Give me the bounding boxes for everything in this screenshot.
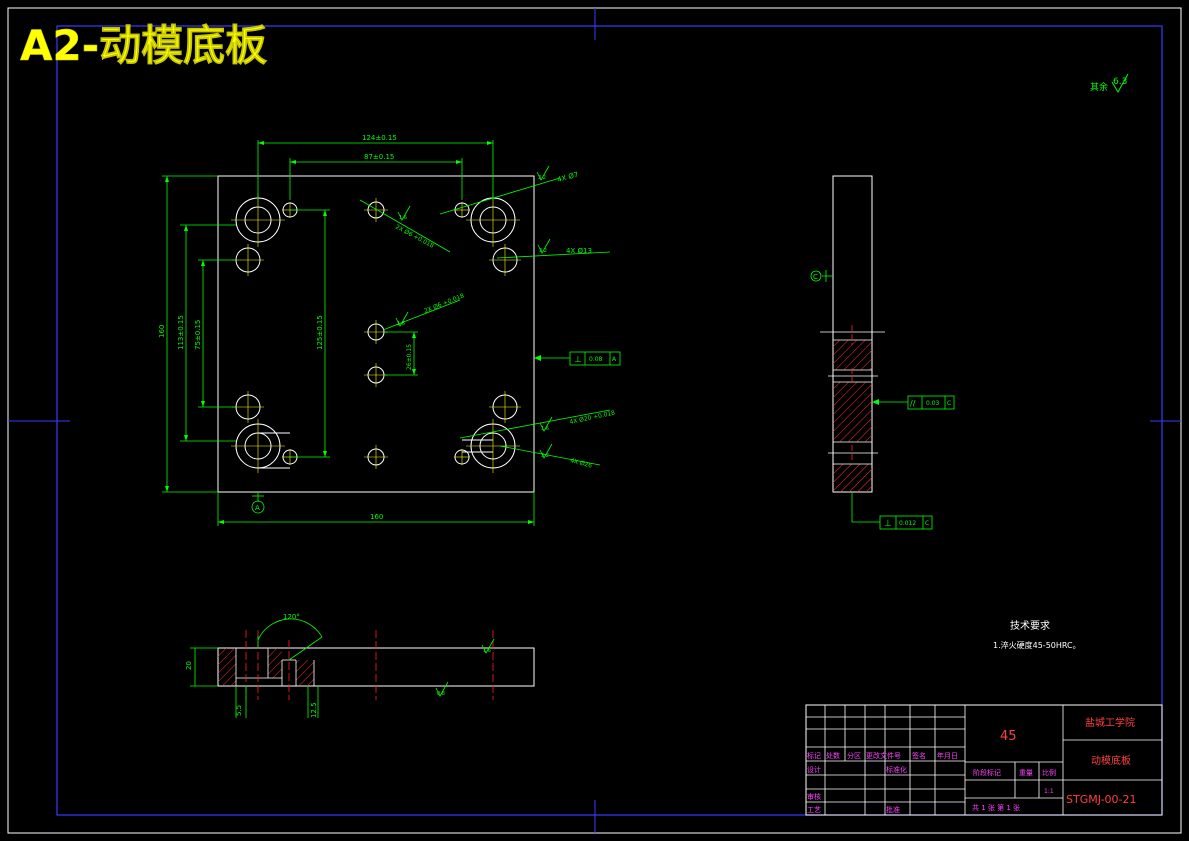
tol-perp-frame	[569, 351, 621, 366]
centering-marks	[8, 8, 1181, 833]
tol-par-sym: //	[910, 399, 916, 408]
front-hatch-1	[218, 648, 236, 686]
note-4x13: 4X Ø13	[566, 247, 592, 255]
rough-3: 3.2	[539, 248, 547, 254]
front-angle: 120°	[283, 613, 300, 621]
dim-top-outer: 124±0.15	[362, 134, 397, 142]
note-2x-mid: 2X Ø6 +0.018	[423, 292, 465, 314]
front-hatch-2	[268, 648, 282, 678]
tb-hdr-doc: 更改文件号	[866, 751, 901, 760]
dim-top-inner: 87±0.15	[364, 153, 394, 161]
tb-row-std: 标准化	[886, 765, 907, 774]
section-hatch-3	[833, 464, 872, 492]
hole-centerlines	[231, 193, 521, 473]
dim-left-outer: 160	[158, 325, 166, 338]
section-hatch-2	[833, 382, 872, 442]
rough-2: 1.6	[399, 215, 407, 221]
tb-hdr-sign: 签名	[912, 751, 926, 760]
tol-par-val: 0.03	[926, 400, 940, 407]
tb-drawing-no: STGMJ-00-21	[1066, 793, 1137, 806]
rough-6: 3.2	[541, 453, 549, 459]
front-dim-55: 5.5	[235, 705, 243, 716]
tol-perp2-ref: C	[925, 520, 929, 527]
dim-left-mid: 113±0.15	[177, 315, 185, 350]
tb-stage-mark: 阶段标记	[973, 768, 1001, 777]
datum-c-label: C	[813, 273, 818, 281]
svg-text:其余: 其余	[1090, 81, 1108, 93]
tol-perp-sym: ⊥	[574, 355, 582, 365]
tb-part-name: 动模底板	[1091, 754, 1131, 767]
tb-material: 45	[1000, 729, 1017, 744]
tb-hdr-zone: 分区	[847, 751, 861, 760]
front-height: 20	[185, 661, 193, 670]
tb-school: 盐城工学院	[1085, 716, 1135, 729]
tol-par-ref: C	[947, 400, 951, 407]
svg-text:6.3: 6.3	[1113, 77, 1127, 87]
front-hatch-3	[296, 660, 314, 686]
datum-a-label: A	[255, 504, 260, 512]
note-4x-br2: 4X Ø26	[569, 457, 592, 470]
tol-perp-ref: A	[612, 356, 617, 363]
front-rough-a: 1.6	[483, 648, 491, 654]
top-view-dimensions	[162, 140, 611, 526]
tech-req-title: 技术要求	[1010, 619, 1050, 632]
watermark-title: A2-动模底板	[20, 21, 267, 70]
tb-hdr-mark: 标记	[807, 751, 821, 760]
dim-center-v: 125±0.15	[316, 315, 324, 350]
tb-hdr-count: 处数	[826, 751, 840, 760]
dim-bottom: 160	[370, 513, 383, 521]
note-4x-br1: 4X Ø20 +0.018	[569, 409, 616, 426]
tb-row-review: 审核	[807, 792, 821, 801]
tb-scale: 1:1	[1044, 788, 1054, 795]
side-view: C // 0.03 C ⊥ 0.012 C	[810, 175, 955, 530]
tb-row-design: 设计	[807, 765, 821, 774]
roughness-note: 其余 6.3	[1090, 73, 1129, 93]
rough-4: 1.6	[397, 321, 405, 327]
front-dim-125: 12.5	[310, 702, 318, 718]
rough-5: 1.6	[541, 426, 549, 432]
tb-weight: 重量	[1019, 769, 1033, 777]
front-rough-b: 0.8	[437, 691, 445, 697]
inner-frame	[56, 25, 1163, 816]
tb-hdr-date: 年月日	[937, 751, 958, 760]
rough-1: 3.2	[538, 175, 546, 181]
tol-perp2-sym: ⊥	[884, 519, 892, 529]
note-4x87: 4X Ø7	[556, 171, 579, 184]
roughness-symbols	[395, 165, 553, 459]
tb-ratio: 比例	[1042, 768, 1056, 777]
dim-center-small: 26±0.15	[406, 344, 413, 370]
tol-perp-val: 0.08	[589, 356, 603, 363]
title-block: 45 盐城工学院 动模底板 STGMJ-00-21 1:1 标记 处数 分区 更…	[805, 704, 1163, 816]
top-view-outline	[217, 175, 535, 493]
tol-perp2-val: 0.012	[899, 520, 916, 527]
tb-row-approve: 批准	[886, 805, 900, 814]
tb-row-process: 工艺	[807, 806, 821, 814]
tech-req-item1: 1.淬火硬度45-50HRC。	[993, 640, 1081, 650]
front-view: 120° 20 5.5 12.5 1.6 0.8	[185, 613, 535, 718]
tb-sheets: 共 1 张 第 1 张	[972, 803, 1020, 812]
top-view: 124±0.15 87±0.15 160 160 113±0.15 75±0.1…	[158, 134, 621, 526]
section-hatch-1	[833, 340, 872, 370]
dim-left-inner: 75±0.15	[194, 320, 202, 350]
note-2x-top: 2X Ø6 +0.018	[394, 224, 435, 250]
top-view-holes	[235, 197, 518, 469]
